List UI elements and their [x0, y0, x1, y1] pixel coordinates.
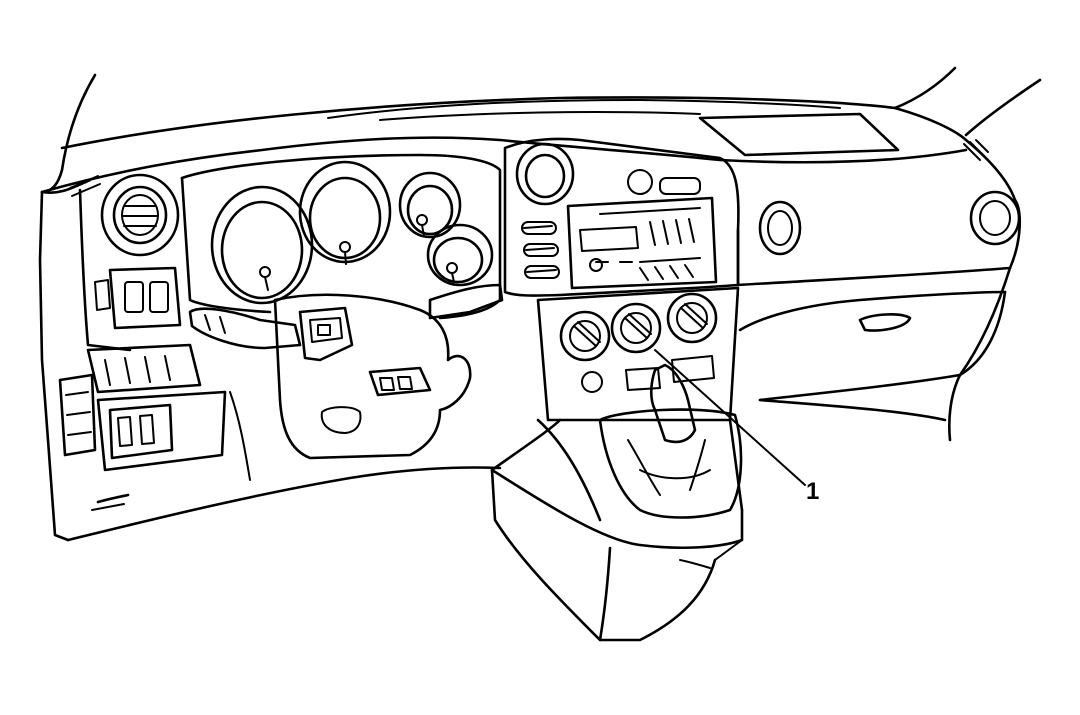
left-side-panel: [38, 175, 132, 542]
callout-leader-line: [654, 349, 806, 486]
dash-top-panel: [40, 96, 1017, 202]
gear-shifter: [598, 363, 743, 519]
steering-column: [188, 283, 504, 460]
hvac-control-knob: [610, 302, 662, 354]
center-console: [490, 418, 744, 642]
instrument-cluster: [180, 153, 502, 320]
right-dash-panel: [736, 190, 1022, 442]
left-air-vent: [100, 173, 180, 257]
hvac-panel: [536, 286, 740, 422]
lower-left-panel: [58, 343, 502, 542]
left-switch-bank: [94, 266, 182, 330]
callout-label-1: 1: [806, 478, 820, 505]
center-stack: [503, 137, 740, 297]
